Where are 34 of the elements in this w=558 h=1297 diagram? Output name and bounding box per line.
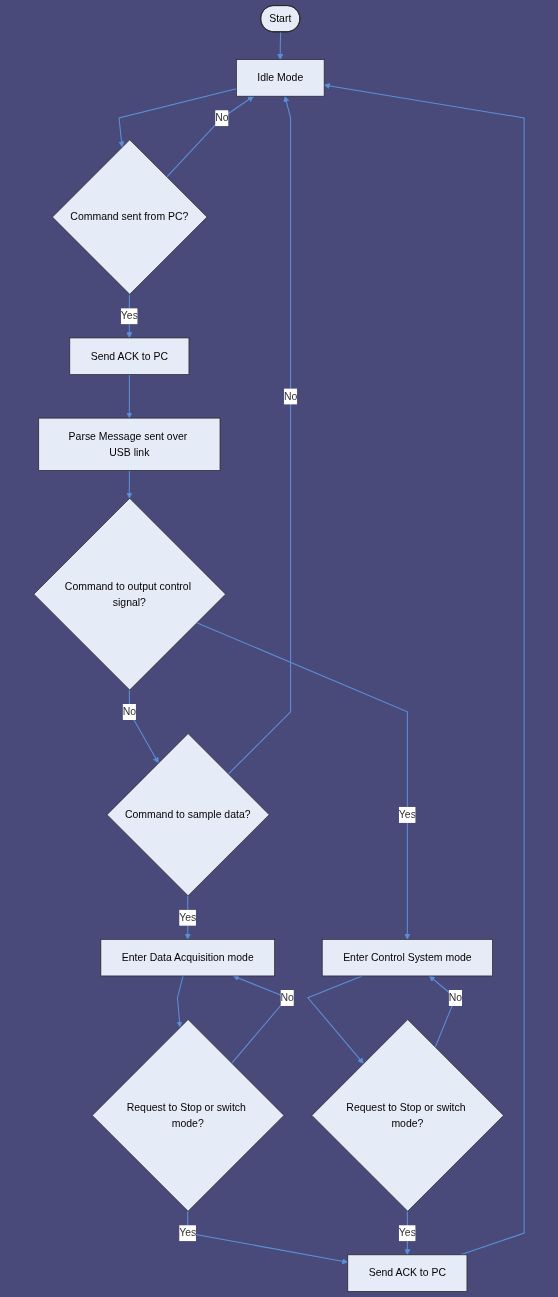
arrow [166,95,254,178]
edge-label: Yes [398,808,416,821]
node-box: Send ACK to PC [69,337,190,375]
edge-label: Yes [179,1226,197,1239]
node-diamond: Command sent from PC? [52,139,208,295]
node-box: Idle Mode [236,59,325,97]
edge-label: Yes [179,911,197,923]
arrow [404,1210,411,1256]
edge-label: No [122,705,137,718]
node-box: Send ACK to PC [347,1254,468,1292]
arrow [126,469,133,499]
edge-label: No [280,991,294,1004]
arrow [187,1210,349,1265]
arrow [118,88,237,148]
arrow [176,975,184,1028]
arrow [227,95,292,775]
node-diamond: Command to output control signal? [33,497,226,691]
arrow [323,83,525,1256]
edge-label: No [283,389,298,402]
edge-label: Yes [398,1226,416,1239]
node-diamond: Request to Stop or switch mode? [311,1019,504,1212]
node-box: Enter Data Acquisition mode [100,939,275,977]
node-box: Enter Control System mode [321,939,493,977]
edge-label: No [215,111,229,124]
arrow [126,374,133,419]
arrow [307,975,364,1064]
edge-label: Yes [120,309,138,322]
edge-label: No [448,991,463,1004]
arrow [196,622,411,940]
arrow [277,31,284,60]
node-diamond: Request to Stop or switch mode? [91,1019,285,1212]
node-box: Parse Message sent over USB link [38,417,221,471]
arrow [126,293,133,339]
node-diamond: Command to sample data? [106,733,270,897]
